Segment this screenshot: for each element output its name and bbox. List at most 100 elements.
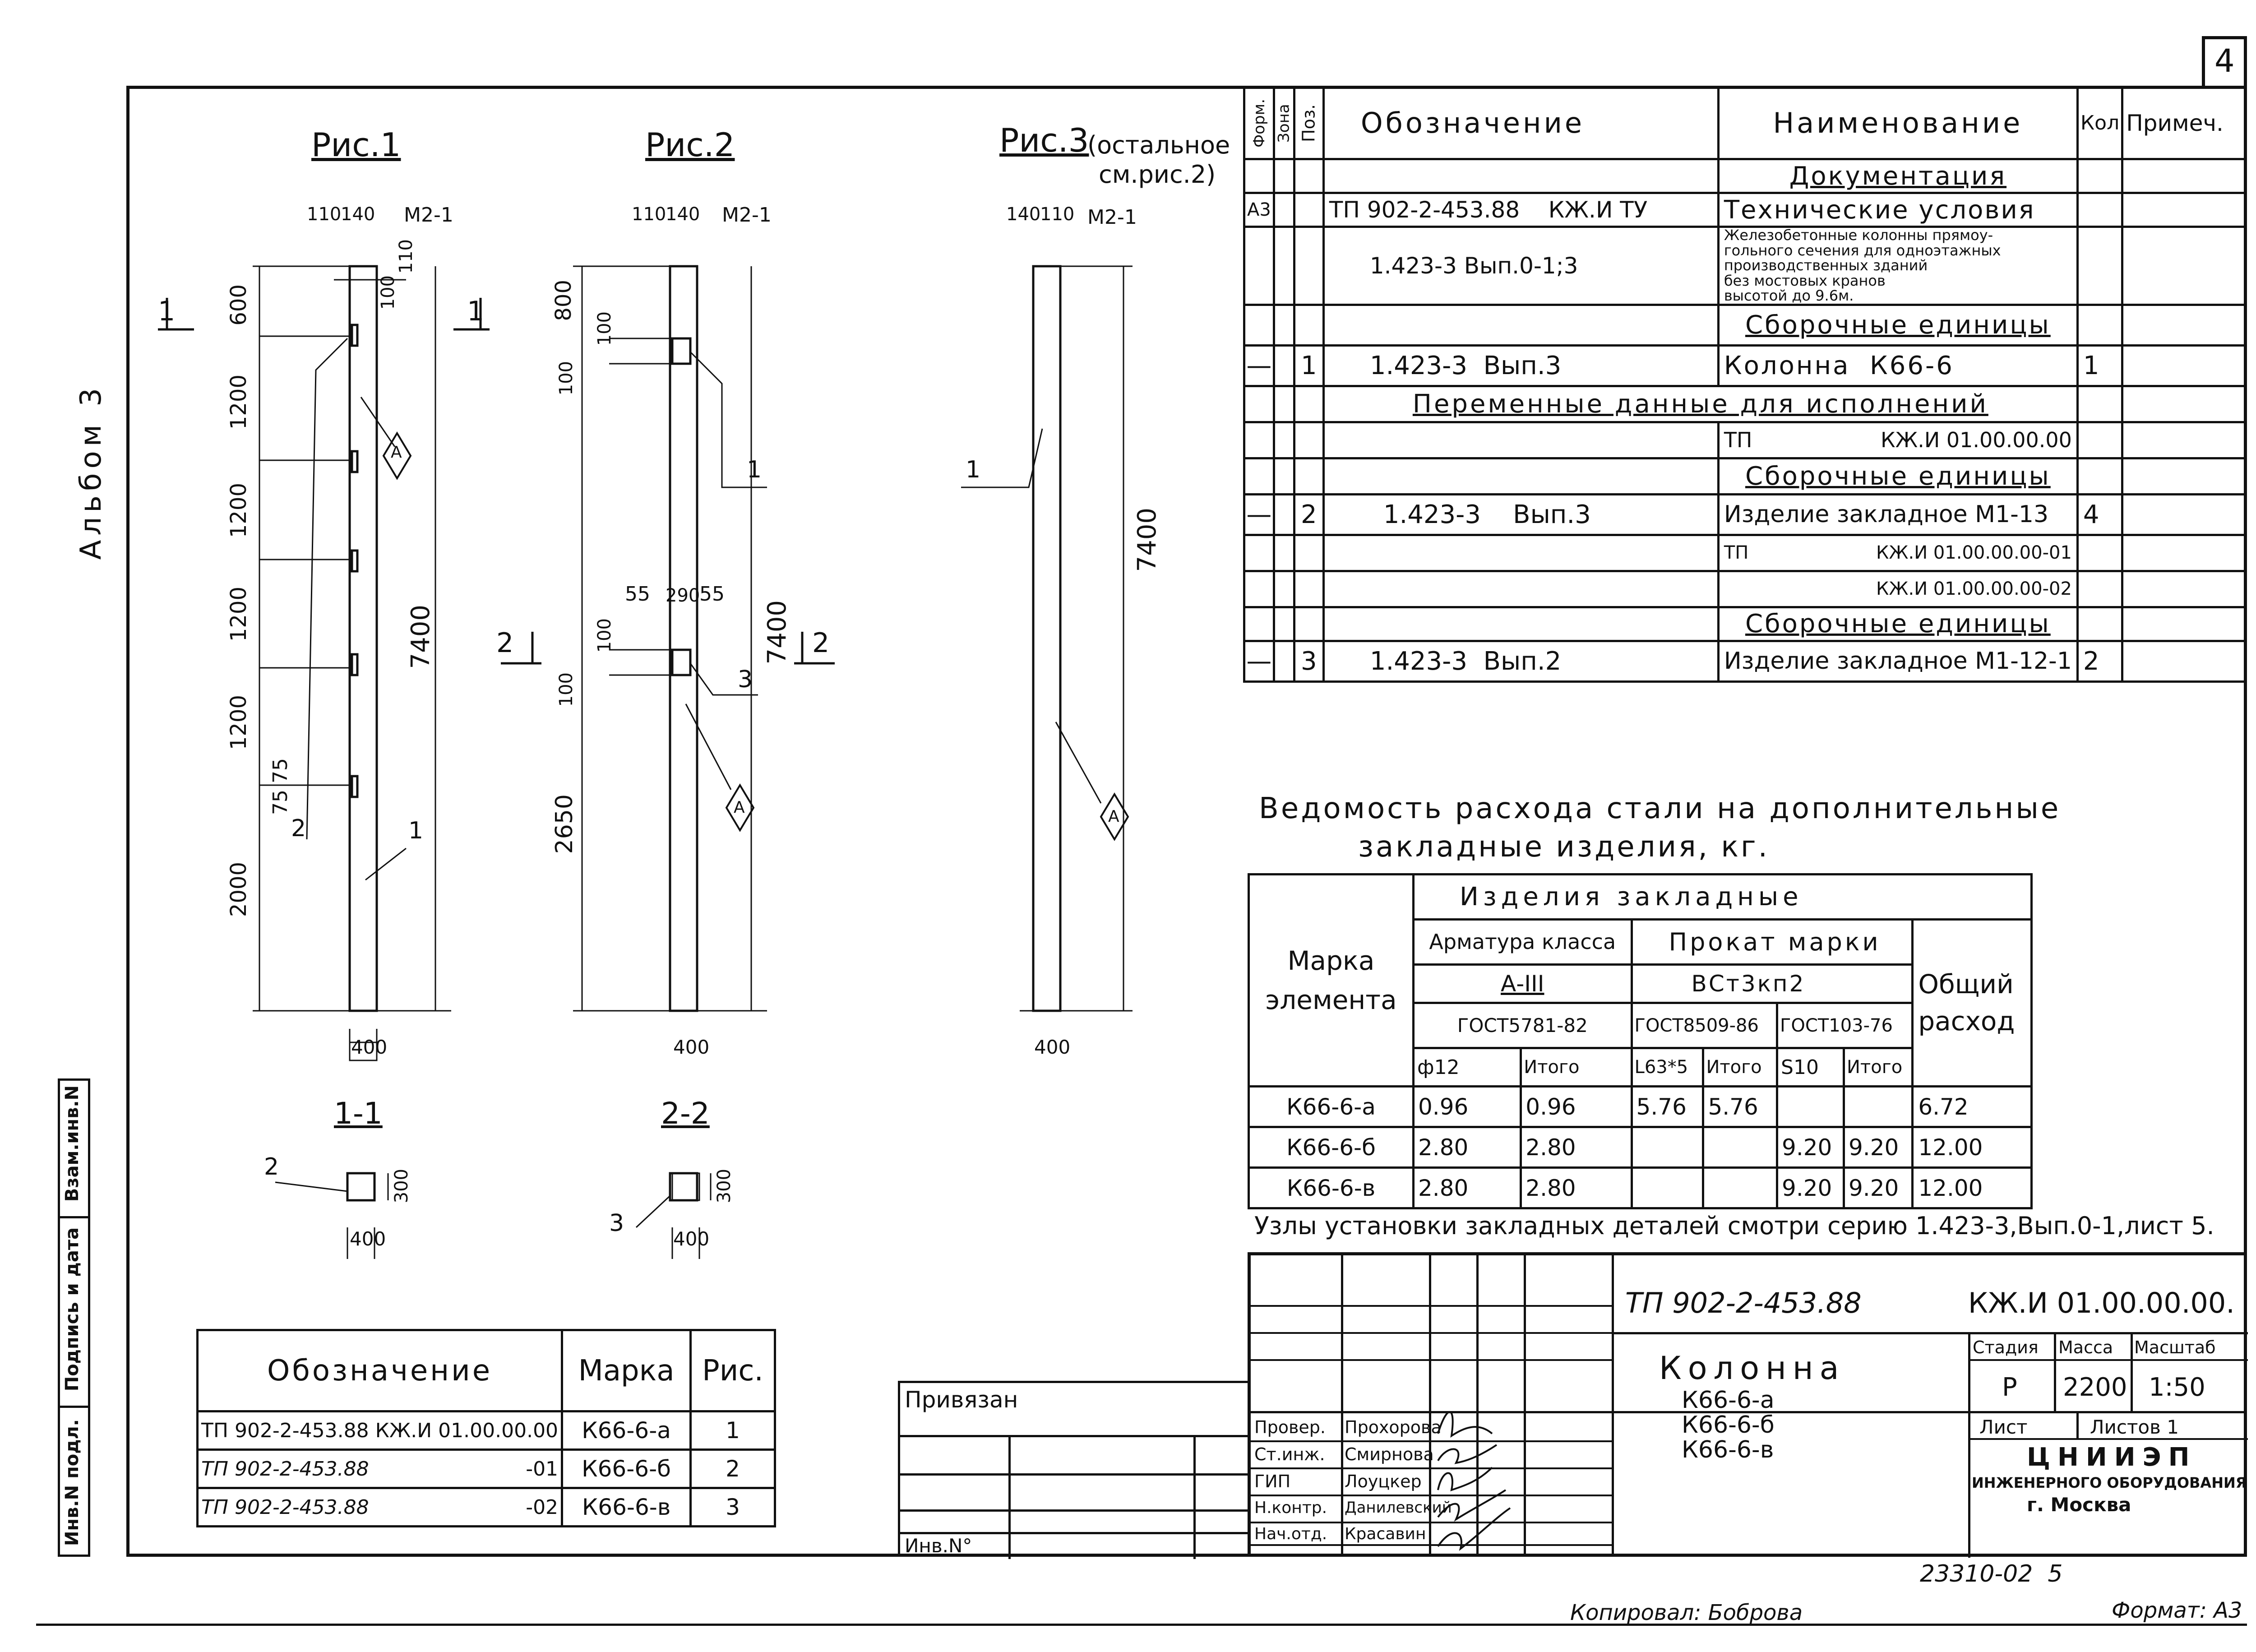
tb-grid-col <box>1968 1332 1970 1558</box>
fig2-dim-2650: 2650 <box>551 794 578 854</box>
title-block: Провер. Прохорова Ст.инж. Смирнова ГИП Л… <box>1248 1252 2248 1558</box>
spec-cell <box>1272 226 1295 306</box>
fig3-dim-7400: 7400 <box>1133 508 1162 572</box>
spec-h-format: Форм. <box>1244 87 1274 159</box>
steel-cell: 0.96 <box>1412 1085 1522 1128</box>
steel-total: 12.00 <box>1911 1166 2033 1209</box>
fig1-title: Рис.1 <box>311 126 401 164</box>
spec-name: Технические условия <box>1717 192 2079 228</box>
fig1-callout-a: А <box>391 443 402 462</box>
fig2-section-right: 2 <box>812 627 830 659</box>
spec-cell <box>1243 384 1275 422</box>
tb-role: Нач.отд. <box>1254 1525 1327 1543</box>
spec-row: Переменные данные для исполнений <box>1243 384 2247 423</box>
spec-cell <box>2121 569 2247 608</box>
spec-pos: 2 <box>1293 493 1325 536</box>
steel-h-rolled: Прокат марки <box>1630 918 1914 966</box>
variants-suffix: -02 <box>526 1495 559 1519</box>
steel-note: Узлы установки закладных деталей смотри … <box>1254 1212 2214 1240</box>
spec-name-line: Железобетонные колонны прямоу- <box>1724 227 1993 244</box>
spec-name: Изделие закладное М1-12-1 <box>1717 639 2079 683</box>
spec-designation: ТП 902-2-453.88 КЖ.И ТУ <box>1322 192 1720 228</box>
spec-cell <box>1272 569 1295 608</box>
steel-header-row: А-III ВСт3кп2 <box>1249 963 2032 1004</box>
fig2-mid-55b: 55 <box>699 583 725 606</box>
variants-row: ТП 902-2-453.88 -01 К66-6-б 2 <box>196 1448 776 1489</box>
spec-cell <box>2076 533 2124 572</box>
spec-cell <box>1293 421 1325 459</box>
spec-cell <box>1272 533 1295 572</box>
spec-cell <box>1322 606 1720 642</box>
steel-cell: 9.20 <box>1776 1166 1845 1209</box>
spec-name-variant: ТП КЖ.И 01.00.00.00 <box>1717 421 2079 459</box>
variants-designation: ТП 902-2-453.88 КЖ.И 01.00.00.00 <box>196 1410 564 1451</box>
fig2-width: 400 <box>673 1036 710 1058</box>
spec-row: Сборочные единицы <box>1243 606 2247 642</box>
spec-cell <box>1243 303 1275 347</box>
fig3-callout-a: А <box>1108 807 1119 826</box>
spec-h-designation: Обозначение <box>1322 86 1720 160</box>
steel-h-total-l2: расход <box>1918 1005 2015 1037</box>
spec-cell <box>1293 569 1325 608</box>
steel-cell: 2.80 <box>1520 1126 1633 1169</box>
steel-cell <box>1702 1166 1779 1209</box>
tb-role: Провер. <box>1254 1417 1326 1437</box>
side-stamp-cell <box>58 1078 90 1218</box>
variants-mark: К66-6-б <box>561 1448 692 1489</box>
spec-designation: 1.423-3 Вып.3 <box>1322 493 1720 536</box>
tb-variant: К66-6-а <box>1682 1387 1775 1414</box>
tb-org-3: г. Москва <box>2027 1494 2131 1516</box>
variants-fig: 1 <box>689 1410 776 1451</box>
section-1-title: 1-1 <box>334 1096 383 1131</box>
sheet-number: 4 <box>2214 42 2235 79</box>
steel-header-row: Арматура класса Прокат марки Общий расхо… <box>1249 918 2033 1087</box>
steel-h-rolled-grade: ВСт3кп2 <box>1630 963 1914 1004</box>
tb-grid-col <box>2054 1332 2056 1413</box>
privyazan-rule <box>900 1473 1250 1476</box>
tb-sheet-h: Лист <box>1979 1416 2028 1438</box>
spec-row: КЖ.И 01.00.00.00-02 <box>1243 569 2247 608</box>
steel-col: Итого <box>1842 1047 1914 1087</box>
steel-mark: К66-6-в <box>1248 1166 1415 1209</box>
spec-cell <box>2121 533 2247 572</box>
spec-cell <box>2076 158 2124 194</box>
steel-row: К66-6-а 0.96 0.96 5.76 5.76 6.72 <box>1248 1085 2033 1128</box>
fig3-title: Рис.3 <box>999 121 1089 159</box>
spec-name: Колонна К66-6 <box>1717 344 2079 387</box>
variants-header: Обозначение Марка Рис. <box>196 1329 776 1412</box>
fig1-dim-100: 100 <box>378 275 398 310</box>
drawing-frame <box>126 86 2247 1557</box>
tb-role: Ст.инж. <box>1254 1444 1325 1464</box>
spec-cell <box>2121 493 2247 536</box>
tb-person: Прохорова <box>1345 1417 1442 1437</box>
tb-mass: 2200 <box>2063 1373 2127 1402</box>
tb-grid-row <box>1251 1332 1612 1334</box>
tb-scale-h: Масштаб <box>2134 1337 2216 1357</box>
fig2-dim-top-b: 140 <box>666 204 700 225</box>
spec-code: КЖ.И 01.00.00.00 <box>1881 428 2072 453</box>
spec-h-name: Наименование <box>1717 86 2079 160</box>
spec-section-assembly: Сборочные единицы <box>1717 303 2079 347</box>
spec-cell <box>1272 457 1295 495</box>
spec-cell <box>2121 384 2247 423</box>
spec-row: 1.423-3 Вып.0-1;3 Железобетонные колонны… <box>1243 226 2247 306</box>
steel-total: 6.72 <box>1911 1085 2033 1128</box>
spec-section-assembly: Сборочные единицы <box>1717 457 2079 495</box>
spec-cell <box>1293 158 1325 194</box>
spec-name-line: высотой до 9.6м. <box>1724 287 1854 305</box>
spec-name-line: гольного сечения для одноэтажных <box>1724 241 2001 259</box>
spec-cell <box>2076 457 2124 495</box>
fig3-callout-1: 1 <box>966 456 981 483</box>
tb-scale: 1:50 <box>2149 1373 2205 1402</box>
spec-cell <box>1243 457 1275 495</box>
spec-qty: 1 <box>2076 344 2124 387</box>
steel-mark: К66-6-а <box>1248 1085 1415 1128</box>
spec-section-assembly: Сборочные единицы <box>1717 606 2079 642</box>
tb-grid-row <box>1251 1305 1612 1307</box>
steel-h-element: Марка элемента <box>1248 873 1415 1087</box>
steel-cell: 2.80 <box>1412 1166 1522 1209</box>
spec-cell <box>2076 569 2124 608</box>
tb-project: ТП 902-2-453.88 <box>1625 1286 1862 1319</box>
spec-cell <box>2076 606 2124 642</box>
spec-cell <box>1272 303 1295 347</box>
